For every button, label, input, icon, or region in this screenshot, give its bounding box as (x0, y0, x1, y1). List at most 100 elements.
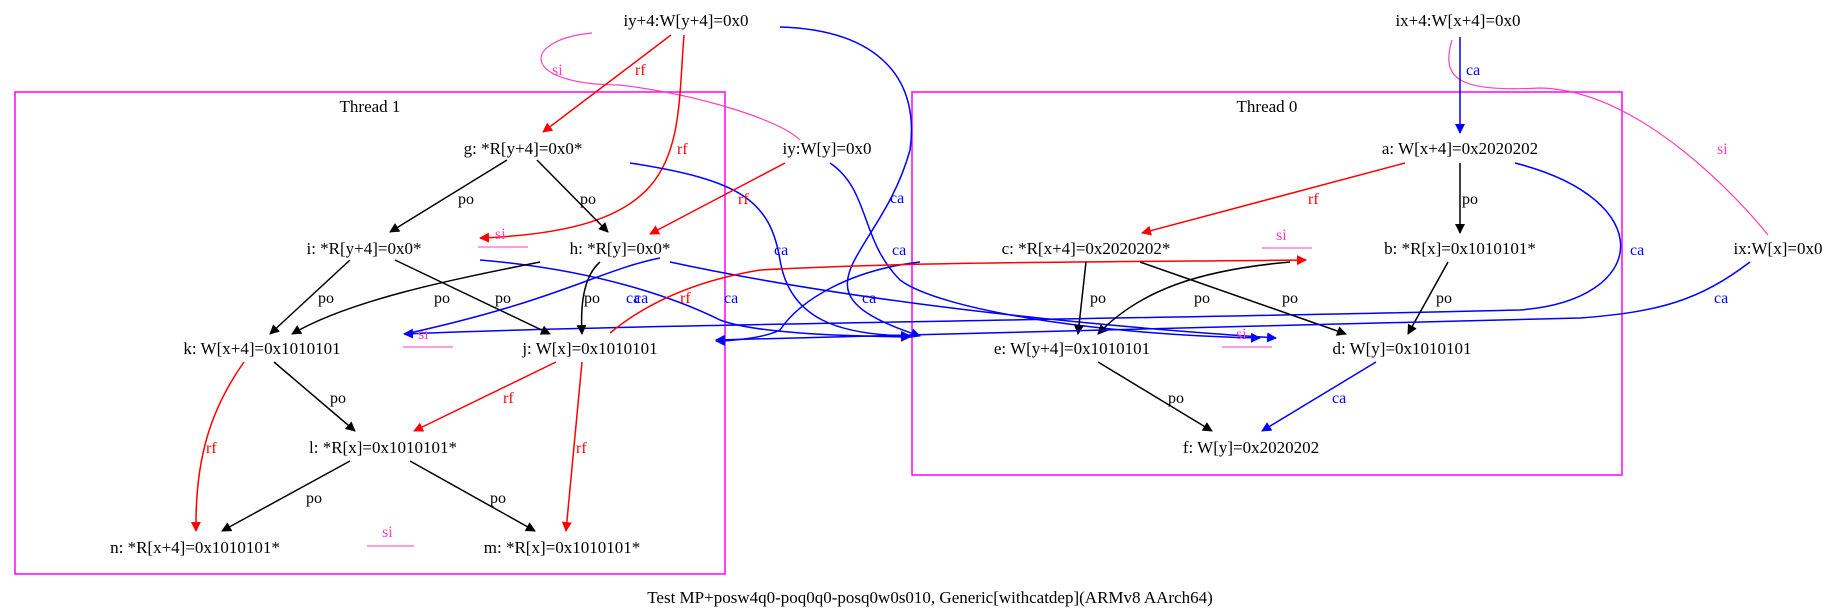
node-n: n: *R[x+4]=0x1010101* (110, 538, 280, 557)
rf-edge-j-si (609, 255, 1307, 334)
rf-label-a-c: rf (1308, 191, 1319, 208)
ca-label-a-k: ca (1630, 242, 1644, 259)
node-l: l: *R[x]=0x1010101* (309, 438, 457, 457)
node-iy4: iy+4:W[y+4]=0x0 (623, 11, 748, 30)
node-b: b: *R[x]=0x1010101* (1384, 239, 1536, 258)
po-edge-e-f (1097, 361, 1213, 432)
po-label-i-k: po (318, 290, 334, 307)
ca-edge-h-d (669, 261, 1277, 343)
node-k: k: W[x+4]=0x1010101 (183, 339, 340, 358)
po-label-g-h: po (580, 191, 596, 208)
po-edge-c-e (1074, 261, 1087, 335)
cluster-thread0-title: Thread 0 (1237, 97, 1298, 116)
si-edge-ix4-ix (1448, 39, 1769, 236)
po-edge-k-l (273, 361, 356, 432)
po-label-k-l: po (330, 390, 346, 407)
si-label-near-k: si (418, 326, 429, 343)
node-h: h: *R[y]=0x0* (570, 239, 671, 258)
nodes-layer: iy+4:W[y+4]=0x0 ix+4:W[x+4]=0x0 g: *R[y+… (110, 11, 1822, 557)
rf-label-j-m: rf (576, 440, 587, 457)
rf-edge-j-m (561, 361, 583, 532)
cluster-thread1-box (14, 91, 726, 575)
ca-label-h-k: ca (634, 290, 648, 307)
po-label-h-k: po (434, 290, 450, 307)
ca-label-i-e: ca (724, 290, 738, 307)
cluster-thread0-box (911, 91, 1623, 476)
ca-label-ix-j: ca (1714, 290, 1728, 307)
ca-edge-iy-d (829, 162, 1261, 343)
rf-edge-a-c (1141, 162, 1406, 236)
node-ix: ix:W[x]=0x0 (1734, 239, 1823, 258)
po-edge-h-k (291, 261, 541, 335)
ca-label-ix4-a: ca (1466, 62, 1480, 79)
ca-edge-d-f (1261, 361, 1377, 432)
ca-label-d-f: ca (1332, 390, 1346, 407)
po-edge-i-j (394, 259, 551, 335)
po-edge-l-m (409, 460, 536, 532)
node-a: a: W[x+4]=0x2020202 (1382, 139, 1538, 158)
rf-label-iy4-g: rf (635, 62, 646, 79)
ca-label-e-j: ca (626, 290, 640, 307)
si-edge-iy4-iy (540, 32, 801, 141)
ca-edge-h-k (404, 257, 661, 335)
rf-edge-iy-h (649, 162, 786, 235)
po-edge-l-n (221, 460, 351, 532)
po-edge-g-i (389, 159, 508, 233)
rf-edge-iy4-g (542, 34, 672, 133)
rf-label-iy4-i: rf (677, 141, 688, 158)
rf-label-j-l: rf (503, 390, 514, 407)
ca-edge-e-j (715, 261, 921, 346)
si-label-thread0-top: si (1276, 227, 1287, 244)
rf-label-j-si: rf (680, 290, 691, 307)
po-label-h-j: po (584, 290, 600, 307)
node-d: d: W[y]=0x1010101 (1332, 339, 1471, 358)
po-label-a-b: po (1462, 191, 1478, 208)
po-label-l-n: po (306, 490, 322, 507)
si-label-near-i: si (495, 226, 506, 243)
po-label-c-d: po (1282, 290, 1298, 307)
po-label-l-m: po (490, 490, 506, 507)
si-label-bottom: si (382, 524, 393, 541)
rf-label-k-n: rf (206, 440, 217, 457)
po-edge-b-e (1097, 261, 1291, 335)
po-edge-g-h (536, 159, 609, 233)
ca-label-g-e: ca (774, 242, 788, 259)
node-c: c: *R[x+4]=0x2020202* (1002, 239, 1171, 258)
po-label-i-j: po (495, 290, 511, 307)
ca-edge-iy4-e (779, 26, 921, 338)
po-edge-h-j (576, 261, 601, 335)
ca-edge-g-e (629, 162, 911, 341)
rf-label-iy-h: rf (738, 191, 749, 208)
node-j: j: W[x]=0x1010101 (521, 339, 657, 358)
ca-label-iy4-e: ca (890, 190, 904, 207)
ca-label-iy-d: ca (892, 242, 906, 259)
node-g: g: *R[y+4]=0x0* (464, 139, 583, 158)
node-e: e: W[y+4]=0x1010101 (994, 339, 1150, 358)
po-edge-c-d (1139, 261, 1347, 336)
rf-edge-j-l (413, 361, 557, 432)
ca-edge-a-k (403, 162, 1622, 339)
node-f: f: W[y]=0x2020202 (1183, 438, 1319, 457)
node-m: m: *R[x]=0x1010101* (484, 538, 640, 557)
node-ix4: ix+4:W[x+4]=0x0 (1395, 11, 1520, 30)
ca-label-h-d: ca (862, 290, 876, 307)
po-label-b-d: po (1436, 290, 1452, 307)
po-label-c-e: po (1090, 290, 1106, 307)
po-label-g-i: po (458, 191, 474, 208)
po-edge-i-k (269, 259, 351, 335)
ca-edge-i-e (479, 259, 911, 342)
rf-edge-k-n (190, 361, 245, 532)
edges-layer: si si rf rf si ca ca po po ca rf ca (190, 26, 1769, 547)
rf-edge-iy4-i (479, 34, 685, 243)
si-label-thread0-mid: si (1236, 326, 1247, 343)
ca-edge-ix-j (715, 261, 1751, 345)
po-label-e-f: po (1168, 390, 1184, 407)
diagram-caption: Test MP+posw4q0-poq0q0-posq0w0s010, Gene… (647, 588, 1213, 607)
node-iy: iy:W[y]=0x0 (783, 139, 872, 158)
si-label-top-right: si (1717, 141, 1728, 158)
node-i: i: *R[y+4]=0x0* (306, 239, 421, 258)
po-label-b-e: po (1194, 290, 1210, 307)
cluster-thread1-title: Thread 1 (340, 97, 401, 116)
